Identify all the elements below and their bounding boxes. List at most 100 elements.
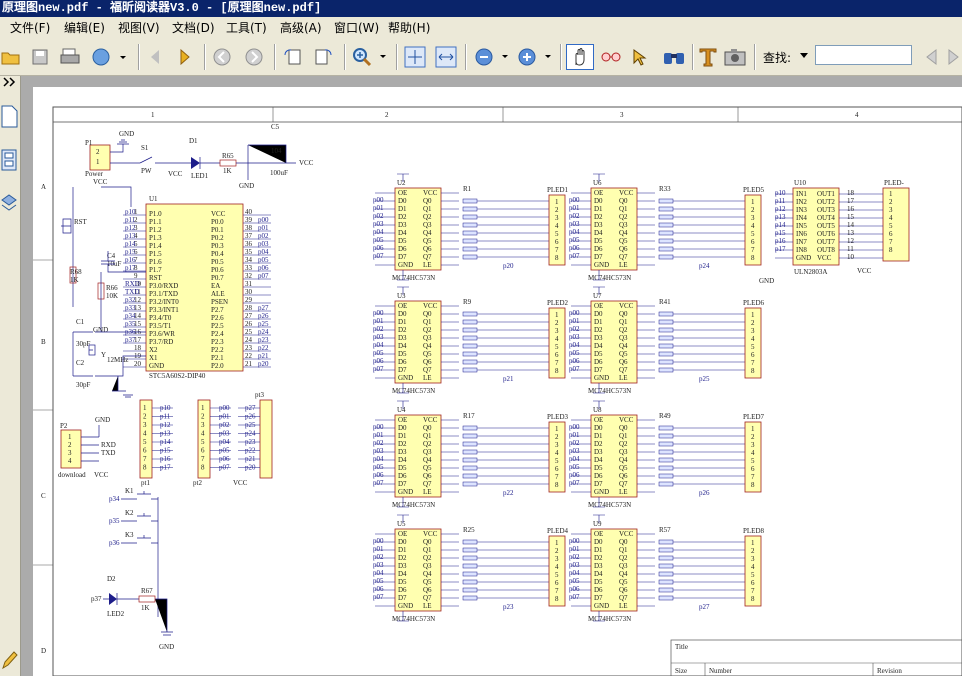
key-switch <box>121 535 158 544</box>
p1-name: Power <box>85 170 104 178</box>
find-prev-icon[interactable] <box>920 44 942 70</box>
binoculars-icon[interactable] <box>660 44 688 70</box>
pt2-pin-num: 7 <box>201 455 205 463</box>
pen-icon[interactable] <box>0 648 18 672</box>
latch-net: p00 <box>569 309 580 317</box>
loupe-icon[interactable] <box>598 44 624 70</box>
snapshot-icon[interactable] <box>722 44 748 70</box>
menu-file[interactable]: 文件(F) <box>10 21 51 35</box>
pled-pin-num: 8 <box>555 254 559 262</box>
zoom-in-plus-icon[interactable] <box>514 44 556 70</box>
pt3-label: pt3 <box>255 391 264 399</box>
mcu-net-left: p13 <box>125 232 136 240</box>
forward-icon[interactable] <box>242 44 266 70</box>
pt1-net: p16 <box>160 455 171 463</box>
latch-pin-left: D5 <box>398 237 407 245</box>
pled-connector <box>744 535 762 607</box>
fit-page-icon[interactable] <box>403 44 427 70</box>
latch-resistor <box>462 465 478 471</box>
hand-tool-icon[interactable] <box>566 44 594 70</box>
pt1-net: p13 <box>160 430 171 438</box>
pt2-label: pt2 <box>193 479 202 487</box>
latch-pin-left: D2 <box>594 554 603 562</box>
menu-document[interactable]: 文档(D) <box>172 21 215 35</box>
latch-le-net: p24 <box>699 262 710 270</box>
latch-pin-left: D5 <box>594 350 603 358</box>
latch-pin-right: LE <box>423 602 432 610</box>
zoom-out-minus-icon[interactable] <box>472 44 512 70</box>
latch-pin-right: VCC <box>619 416 634 424</box>
uln-pin-num: 12 <box>847 237 855 245</box>
save-icon[interactable] <box>28 44 52 70</box>
pt3-net: p26 <box>245 413 256 421</box>
latch-pin-left: D4 <box>398 456 407 464</box>
uln-pin-left: IN6 <box>796 230 807 238</box>
print-icon[interactable] <box>58 44 82 70</box>
search-options-icon[interactable] <box>800 53 808 59</box>
mcu-net-right: p27 <box>258 304 269 312</box>
latch-net: p05 <box>569 349 580 357</box>
page-icon[interactable] <box>0 104 18 128</box>
latch-pin-right: VCC <box>423 416 438 424</box>
menu-window[interactable]: 窗口(W) <box>334 21 380 35</box>
latch-pin-left: D1 <box>398 432 407 440</box>
open-icon[interactable] <box>0 44 22 70</box>
prev-page-icon[interactable] <box>145 44 165 70</box>
text-tool-icon[interactable] <box>697 44 719 70</box>
pled-ref: PLED3 <box>547 413 569 421</box>
latch-part: MC74HC573N <box>588 274 631 282</box>
pled-connector <box>548 535 566 607</box>
navigation-sidebar <box>0 76 21 676</box>
menu-help[interactable]: 帮助(H) <box>388 21 431 35</box>
c1-ref: C1 <box>76 318 85 326</box>
uln-pled-num: 1 <box>889 190 893 198</box>
latch-pin-right: Q3 <box>619 448 628 456</box>
email-icon[interactable] <box>88 44 128 70</box>
latch-resistor <box>658 449 674 455</box>
latch-resistor <box>658 481 674 487</box>
menu-view[interactable]: 视图(V) <box>118 21 160 35</box>
uln-pin-right: OUT2 <box>817 198 835 206</box>
uln-pin-left: IN5 <box>796 222 807 230</box>
latch-pin-right: Q2 <box>619 213 628 221</box>
collapse-arrows-icon[interactable] <box>3 77 17 87</box>
latch-pin-left: D2 <box>398 326 407 334</box>
latch-resistor <box>658 465 674 471</box>
menu-edit[interactable]: 编辑(E) <box>64 21 105 35</box>
fit-width-icon[interactable] <box>434 44 458 70</box>
latch-resistor <box>658 457 674 463</box>
grid-row-C: C <box>41 492 46 500</box>
latch-pin-left: D3 <box>594 448 603 456</box>
next-page-icon[interactable] <box>175 44 195 70</box>
mcu-pin-right-num: 38 <box>245 224 253 232</box>
latch-pin-left: D1 <box>594 546 603 554</box>
u10-part: ULN2803A <box>794 268 827 276</box>
search-input[interactable] <box>815 45 912 65</box>
pt1-net: p14 <box>160 438 171 446</box>
latch-net: p04 <box>569 341 580 349</box>
uln-pin-num: 17 <box>847 197 855 205</box>
latch-body <box>394 300 442 384</box>
select-icon[interactable] <box>628 44 650 70</box>
back-icon[interactable] <box>210 44 234 70</box>
reset-circuit: VCC RST R68 1K R66 10K C4 10uF GND <box>61 178 146 334</box>
menu-tools[interactable]: 工具(T) <box>226 21 267 35</box>
s1-ref: S1 <box>141 144 149 152</box>
layers-icon[interactable] <box>0 192 18 216</box>
rotate-right-icon[interactable] <box>311 44 335 70</box>
pled-pin-num: 2 <box>751 433 755 441</box>
latch-ref: U6 <box>593 179 602 187</box>
mcu-pin-right-num: 36 <box>245 240 253 248</box>
thumbnails-icon[interactable] <box>0 148 18 172</box>
mcu-pin-right-num: 23 <box>245 344 253 352</box>
latch-resistor <box>462 311 478 317</box>
latch-pin-right: Q1 <box>423 205 432 213</box>
rotate-left-icon[interactable] <box>281 44 305 70</box>
zoom-in-icon[interactable] <box>350 44 390 70</box>
find-next-icon[interactable] <box>946 44 962 70</box>
latch-resistor <box>658 433 674 439</box>
mcu-pin-right-num: 33 <box>245 264 253 272</box>
menu-advanced[interactable]: 高级(A) <box>280 21 322 35</box>
